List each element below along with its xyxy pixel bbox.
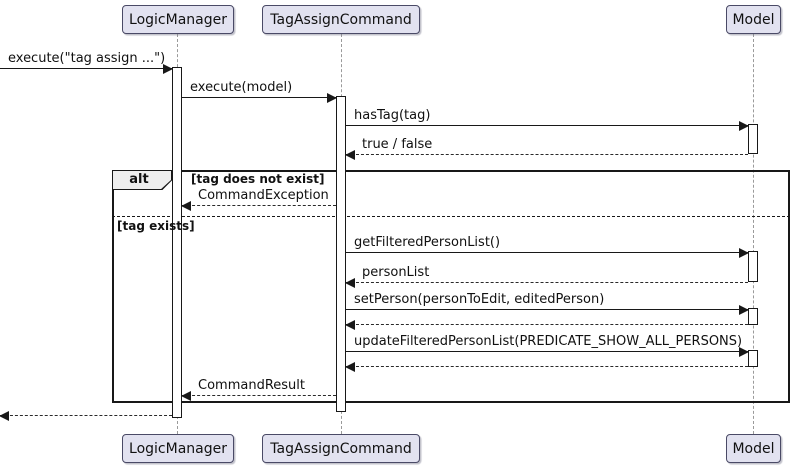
message-return-updatefiltered (345, 362, 748, 372)
alt-divider (112, 216, 790, 217)
message-return-commandresult: CommandResult (181, 378, 336, 401)
participant-tagassigncommand-bottom: TagAssignCommand (262, 434, 420, 463)
guard-tag-does-not-exist: [tag does not exist] (191, 172, 325, 186)
arrowhead (181, 201, 191, 211)
message-label: hasTag(tag) (354, 108, 431, 123)
activation-logicmanager (172, 67, 182, 418)
message-execute-model: execute(model) (182, 80, 337, 103)
arrowhead (739, 305, 749, 315)
activation-model-hastag (748, 124, 758, 154)
participant-model-bottom: Model (726, 434, 781, 463)
participant-tagassigncommand-top: TagAssignCommand (262, 5, 420, 34)
message-label: updateFilteredPersonList(PREDICATE_SHOW_… (354, 334, 743, 349)
message-label: personList (362, 265, 430, 280)
message-return-true-false: true / false (345, 137, 748, 160)
guard-tag-exists: [tag exists] (117, 219, 195, 233)
arrowhead (739, 347, 749, 357)
participant-label: Model (732, 11, 775, 28)
arrowhead (739, 248, 749, 258)
participant-label: TagAssignCommand (270, 11, 412, 28)
arrowhead (345, 320, 355, 330)
participant-label: TagAssignCommand (270, 440, 412, 457)
message-label: setPerson(personToEdit, editedPerson) (354, 292, 605, 307)
alt-operator-tab: alt (112, 170, 172, 190)
arrowhead (739, 121, 749, 131)
activation-model-setperson (748, 308, 758, 325)
message-label: CommandException (198, 188, 329, 203)
alt-operator-label: alt (113, 171, 171, 189)
message-label: execute("tag assign ...") (8, 51, 166, 66)
arrowhead (327, 93, 337, 103)
message-label: execute(model) (190, 80, 293, 95)
arrowhead (181, 391, 191, 401)
message-label: getFilteredPersonList() (354, 235, 501, 250)
arrowhead (0, 411, 9, 421)
message-label: true / false (362, 137, 433, 152)
message-getfilteredpersonlist: getFilteredPersonList() (346, 235, 749, 258)
activation-model-getfiltered (748, 251, 758, 282)
message-execute-user: execute("tag assign ...") (0, 51, 173, 74)
participant-label: Model (732, 440, 775, 457)
activation-tagassigncommand (336, 96, 346, 412)
message-label: CommandResult (198, 378, 305, 393)
alt-frame (112, 170, 790, 403)
arrowhead (163, 64, 173, 74)
message-updatefilteredpersonlist: updateFilteredPersonList(PREDICATE_SHOW_… (346, 334, 749, 357)
participant-model-top: Model (726, 5, 781, 34)
participant-logicmanager-top: LogicManager (122, 5, 234, 34)
message-setperson: setPerson(personToEdit, editedPerson) (346, 292, 749, 315)
arrowhead (345, 362, 355, 372)
message-hastag: hasTag(tag) (346, 108, 749, 131)
participant-logicmanager-bottom: LogicManager (122, 434, 234, 463)
participant-label: LogicManager (129, 11, 227, 28)
arrowhead (345, 150, 355, 160)
arrowhead (345, 278, 355, 288)
message-return-commandexception: CommandException (181, 188, 336, 211)
message-return-user (0, 411, 172, 421)
message-return-setperson (345, 320, 748, 330)
participant-label: LogicManager (129, 440, 227, 457)
activation-model-updatefiltered (748, 350, 758, 367)
lifeline-model (753, 34, 754, 434)
message-return-personlist: personList (345, 265, 748, 288)
